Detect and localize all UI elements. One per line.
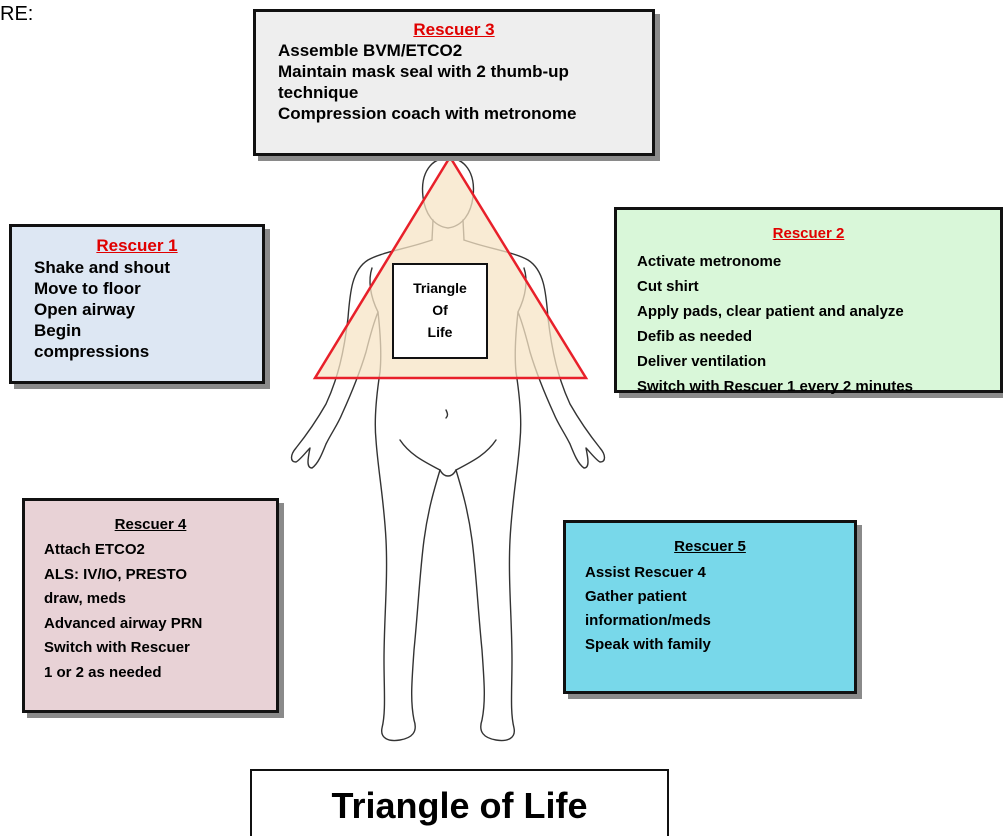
rescuer-3-box: Rescuer 3 Assemble BVM/ETCO2 Maintain ma…	[253, 9, 655, 156]
rescuer-3-task: technique	[278, 83, 359, 102]
rescuer-2-title: Rescuer 2	[772, 225, 845, 242]
rescuer-1-task: Shake and shout	[34, 258, 171, 277]
rescuer-4-task: Advanced airway PRN	[44, 614, 203, 632]
top-label: RE:	[0, 3, 34, 25]
rescuer-3-task: Compression coach with metronome	[278, 104, 577, 123]
rescuer-2-task: Apply pads, clear patient and analyze	[637, 303, 904, 320]
crotch-outline	[439, 469, 457, 477]
triangle-label-line: Of	[432, 302, 448, 318]
rescuer-2-task: Activate metronome	[637, 253, 782, 270]
rescuer-4-task: 1 or 2 as needed	[44, 663, 162, 681]
rescuer-4-title: Rescuer 4	[114, 516, 187, 533]
rescuer-3-task: Assemble BVM/ETCO2	[278, 41, 463, 60]
rescuer-1-task: Move to floor	[34, 279, 141, 298]
triangle-label: Triangle Of Life	[392, 263, 488, 359]
rescuer-2-box: Rescuer 2 Activate metronome Cut shirt A…	[614, 207, 1003, 395]
rescuer-3-title: Rescuer 3	[413, 20, 495, 39]
rescuer-5-title: Rescuer 5	[674, 538, 746, 555]
rescuer-4-task: Attach ETCO2	[44, 541, 145, 558]
rescuer-1-box: Rescuer 1 Shake and shout Move to floor …	[9, 224, 265, 384]
triangle-label-line: Triangle	[413, 280, 467, 296]
rescuer-1-task: Open airway	[34, 300, 136, 319]
rescuer-1-task: Begin	[34, 321, 82, 340]
rescuer-3-task: Maintain mask seal with 2 thumb-up	[278, 62, 569, 81]
rescuer-4-task: draw, meds	[44, 590, 126, 607]
rescuer-2-task: Switch with Rescuer 1 every 2 minutes	[637, 378, 913, 395]
rescuer-5-box: Rescuer 5 Assist Rescuer 4 Gather patien…	[563, 520, 857, 694]
rescuer-5-task: Speak with family	[585, 636, 711, 653]
rescuer-5-task: Gather patient	[585, 588, 687, 605]
hip-lines	[399, 439, 497, 471]
rescuer-2-task: Deliver ventilation	[637, 353, 767, 370]
triangle-label-line: Life	[427, 324, 453, 340]
rescuer-1-task: compressions	[34, 342, 150, 361]
rescuer-4-box: Rescuer 4 Attach ETCO2 ALS: IV/IO, PREST…	[22, 498, 279, 713]
rescuer-5-task: information/meds	[585, 612, 711, 629]
rescuer-2-task: Defib as needed	[637, 328, 753, 345]
rescuer-4-task: Switch with Rescuer	[44, 639, 190, 656]
rescuer-4-task: ALS: IV/IO, PRESTO	[44, 565, 188, 583]
rescuer-2-task: Cut shirt	[637, 278, 699, 295]
rescuer-5-task: Assist Rescuer 4	[585, 564, 706, 581]
footer-title: Triangle of Life	[250, 769, 669, 836]
navel	[445, 409, 449, 419]
rescuer-1-title: Rescuer 1	[96, 236, 178, 255]
